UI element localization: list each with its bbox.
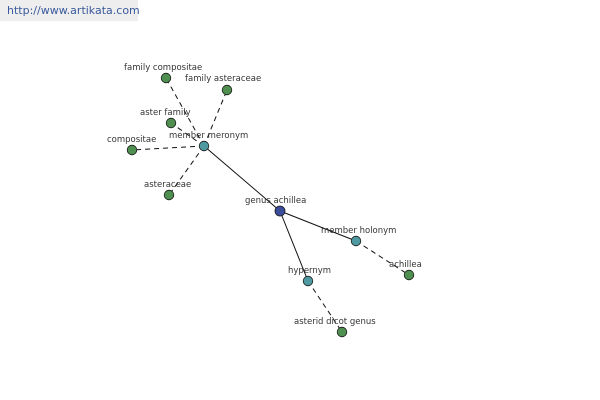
node-compositae[interactable] <box>126 144 138 156</box>
edge-member-meronym-to-compositae <box>131 145 205 151</box>
node-label-asterid-dicot-genus[interactable]: asterid dicot genus <box>294 317 376 327</box>
edge-member-meronym-to-family-asteraceae <box>203 89 228 147</box>
node-label-asteraceae[interactable]: asteraceae <box>144 180 191 190</box>
node-label-member-holonym[interactable]: member holonym <box>321 226 396 236</box>
node-label-family-compositae[interactable]: family compositae <box>124 63 202 73</box>
nodes-layer <box>126 72 415 338</box>
node-asteraceae[interactable] <box>163 189 175 201</box>
edge-genus-achillea-to-member-holonym <box>279 210 357 242</box>
edge-member-meronym-to-asteraceae <box>168 145 205 196</box>
node-aster-family[interactable] <box>165 117 177 129</box>
edge-member-meronym-to-family-compositae <box>165 77 205 147</box>
edge-hypernym-to-asterid-dicot-genus <box>307 280 343 333</box>
edge-member-holonym-to-achillea <box>355 240 410 276</box>
node-label-hypernym[interactable]: hypernym <box>288 266 331 276</box>
edge-genus-achillea-to-hypernym <box>279 210 309 282</box>
node-label-aster-family[interactable]: aster family <box>140 108 191 118</box>
node-family-asteraceae[interactable] <box>221 84 233 96</box>
node-hypernym[interactable] <box>302 275 314 287</box>
node-member-meronym[interactable] <box>198 140 210 152</box>
node-member-holonym[interactable] <box>350 235 362 247</box>
node-label-member-meronym[interactable]: member meronym <box>169 131 248 141</box>
node-label-compositae[interactable]: compositae <box>107 135 156 145</box>
node-label-genus-achillea[interactable]: genus achillea <box>245 196 306 206</box>
node-achillea[interactable] <box>403 269 415 281</box>
node-genus-achillea[interactable] <box>274 205 286 217</box>
edge-member-meronym-to-aster-family <box>170 122 205 147</box>
node-label-family-asteraceae[interactable]: family asteraceae <box>185 74 261 84</box>
edges-layer <box>131 77 410 333</box>
labels-layer: genus achillea member meronym member holon… <box>107 63 422 327</box>
edge-genus-achillea-to-member-meronym <box>203 145 281 212</box>
node-label-achillea[interactable]: achillea <box>389 260 422 270</box>
node-asterid-dicot-genus[interactable] <box>336 326 348 338</box>
node-family-compositae[interactable] <box>160 72 172 84</box>
watermark-url[interactable]: http://www.artikata.com <box>0 0 140 21</box>
